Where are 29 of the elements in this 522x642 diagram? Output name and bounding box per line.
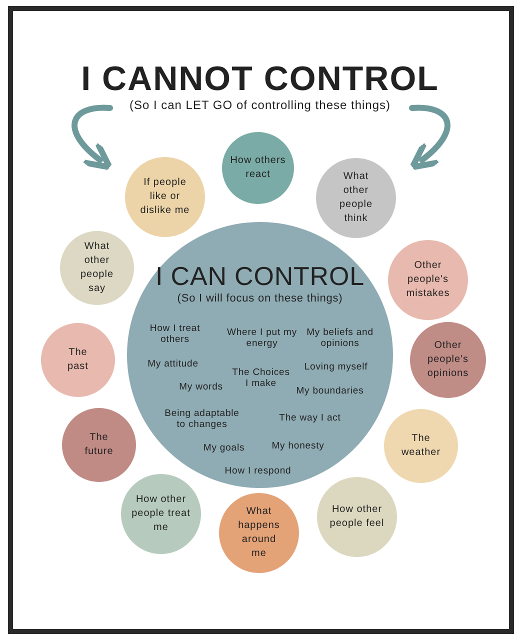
list-item: Loving myself xyxy=(304,362,368,372)
list-item: My boundaries xyxy=(296,386,364,396)
circle-heading: I CAN CONTROL xyxy=(156,261,364,291)
circle-label: What other people think xyxy=(338,170,374,226)
circle-label: If people like or dislike me xyxy=(139,176,191,218)
list-item: My honesty xyxy=(272,440,324,452)
circle-label: The weather xyxy=(400,432,442,460)
circle-label: The future xyxy=(84,431,114,459)
subtitle: (So I can LET GO of controlling these things) xyxy=(128,98,392,112)
circle-label: How others react xyxy=(230,154,286,182)
title: I CANNOT CONTROL xyxy=(80,60,440,98)
list-item: My words xyxy=(179,382,223,392)
circle-label: The past xyxy=(66,346,90,374)
list-item: The way I act xyxy=(279,412,341,424)
list-item: My attitude xyxy=(148,358,198,370)
circle-label: How other people treat me xyxy=(130,493,192,535)
list-item: Being adaptable to changes xyxy=(164,408,240,430)
circle-subheading: (So I will focus on these things) xyxy=(177,294,343,304)
circle-label: What happens around me xyxy=(237,505,281,561)
list-item: How I treat others xyxy=(148,323,202,345)
list-item: Where I put my energy xyxy=(226,327,298,349)
circle-label: Other people's opinions xyxy=(426,339,470,381)
circle-label: What other people say xyxy=(79,240,115,296)
list-item: How I respond xyxy=(224,466,292,476)
list-item: The Choices I make xyxy=(231,367,291,389)
circle-label: Other people's mistakes xyxy=(405,259,451,301)
circle-label: How other people feel xyxy=(328,503,386,531)
list-item: My beliefs and opinions xyxy=(306,327,374,349)
list-item: My goals xyxy=(203,442,245,454)
